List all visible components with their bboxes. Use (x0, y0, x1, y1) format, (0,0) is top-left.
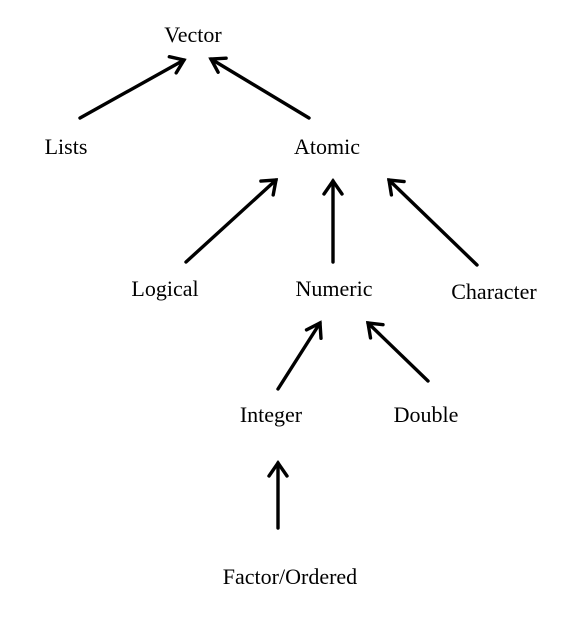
node-numeric: Numeric (296, 276, 373, 301)
node-double: Double (394, 402, 459, 427)
edge-double-to-numeric (365, 321, 430, 383)
node-atomic: Atomic (294, 134, 360, 159)
edge-atomic-to-vector (208, 56, 311, 120)
node-character: Character (451, 279, 537, 304)
edge-logical-to-atomic (184, 178, 279, 264)
edge-numeric-to-atomic (322, 178, 344, 264)
edge-integer-to-numeric (276, 320, 323, 391)
node-integer: Integer (240, 402, 303, 427)
node-logical: Logical (131, 276, 198, 301)
edge-factor-ordered-to-integer (267, 460, 289, 530)
node-vector: Vector (164, 22, 222, 47)
node-lists: Lists (45, 134, 88, 159)
edge-character-to-atomic (386, 178, 479, 267)
node-factor-ordered: Factor/Ordered (223, 564, 357, 589)
edge-lists-to-vector (78, 55, 187, 120)
